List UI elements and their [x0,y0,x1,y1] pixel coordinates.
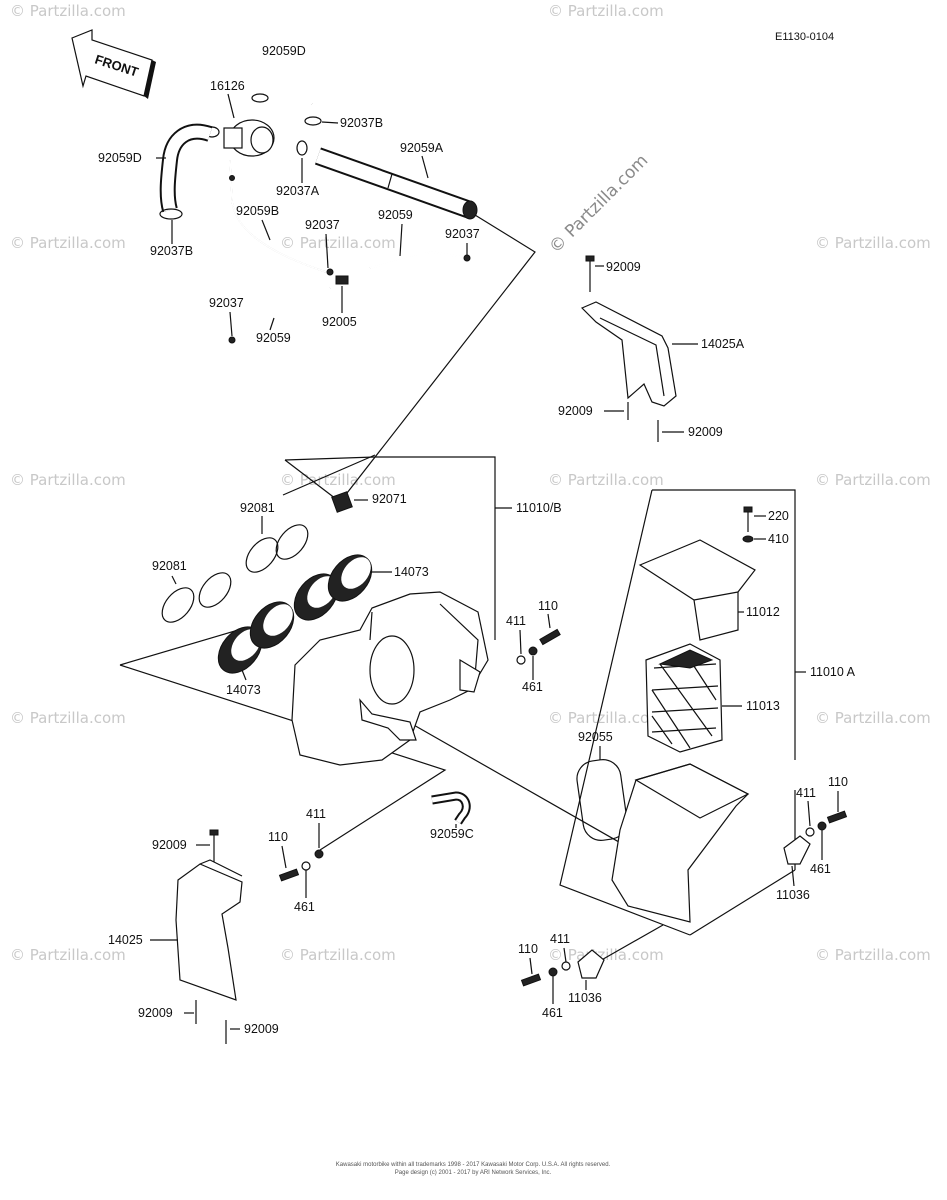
part-label: 110 [538,599,558,613]
watermark: © Partzilla.com [10,471,126,489]
part-label: 11013 [746,699,780,713]
part-label: 461 [542,1006,563,1020]
watermark: © Partzilla.com [548,946,664,964]
duct [327,554,373,602]
part-label: 92059A [400,141,444,155]
copyright-line: Page design (c) 2001 - 2017 by ARI Netwo… [395,1170,552,1176]
watermark: © Partzilla.com [10,946,126,964]
part-label: 92059 [256,331,291,345]
watermark: © Partzilla.com [548,709,664,727]
watermark: © Partzilla.com [10,234,126,252]
front-arrow-icon: FRONT [71,29,156,99]
part-label: 92009 [244,1022,279,1036]
part-label: 92009 [558,404,593,418]
watermark: © Partzilla.com [280,234,396,252]
duct [249,601,295,649]
part-label: 110 [268,830,288,844]
part-label: 11036 [776,888,810,902]
part-label: 92081 [240,501,275,515]
watermark: © Partzilla.com [280,471,396,489]
watermark: © Partzilla.com [548,2,664,20]
part-labels: 92059D 16126 92037B 92059D 92059A 92037A… [98,44,856,1036]
part-label: 410 [768,532,789,546]
watermark: © Partzilla.com [815,709,931,727]
part-label: 11010/B [516,501,562,515]
part-label: 92037B [340,116,383,130]
cover-14025 [175,859,243,1001]
part-label: 461 [294,900,315,914]
watermark-layer: © Partzilla.com © Partzilla.com © Partzi… [10,2,931,964]
part-label: 92009 [138,1006,173,1020]
intake-ducts [161,491,373,674]
part-label: 411 [306,807,326,821]
part-label: 14025 [108,933,143,947]
part-label: 411 [796,786,816,800]
watermark: © Partzilla.com [815,471,931,489]
part-label: 92009 [688,425,723,439]
part-label: 92009 [606,260,641,274]
part-label: 16126 [210,79,245,93]
breather-hose-assembly [159,61,478,344]
air-box-housing [291,591,489,766]
watermark-dark: © Partzilla.com [545,151,652,258]
part-label: 92009 [152,838,187,852]
part-label: 110 [828,775,848,789]
part-label: 92037 [445,227,480,241]
part-label: 11036 [568,991,602,1005]
watermark: © Partzilla.com [10,709,126,727]
part-label: 92059D [98,151,142,165]
part-label: 92071 [372,492,407,506]
watermark: © Partzilla.com [815,946,931,964]
watermark: © Partzilla.com [815,234,931,252]
part-label: 14073 [394,565,429,579]
part-label: 220 [768,509,789,523]
air-cleaner-assembly [520,506,848,987]
part-label: 411 [506,614,526,628]
part-label: 92037 [209,296,244,310]
copyright-line: Kawasaki motorbike within all trademarks… [336,1162,611,1168]
reference-lines [119,214,796,963]
watermark: © Partzilla.com [280,946,396,964]
watermark: © Partzilla.com [10,2,126,20]
part-label: 92055 [578,730,613,744]
part-label: 411 [550,932,570,946]
part-label: 461 [522,680,543,694]
part-label: 92059C [430,827,474,841]
part-label: 92037 [305,218,340,232]
bracket-14025A [580,255,677,442]
part-label: 11012 [746,605,780,619]
part-label: 461 [810,862,831,876]
watermark: © Partzilla.com [548,471,664,489]
part-label: 92059 [378,208,413,222]
part-label: 92037A [276,184,320,198]
part-label: 92081 [152,559,187,573]
diagram-code: E1130-0104 [775,31,834,43]
part-label: 11010 A [810,665,856,679]
part-label: 14073 [226,683,261,697]
part-label: 92059B [236,204,279,218]
part-label: 14025A [701,337,745,351]
part-label: 92037B [150,244,193,258]
fasteners [195,628,561,1044]
part-label: 92005 [322,315,357,329]
part-label: 92059D [262,44,306,58]
part-label: 110 [518,942,538,956]
